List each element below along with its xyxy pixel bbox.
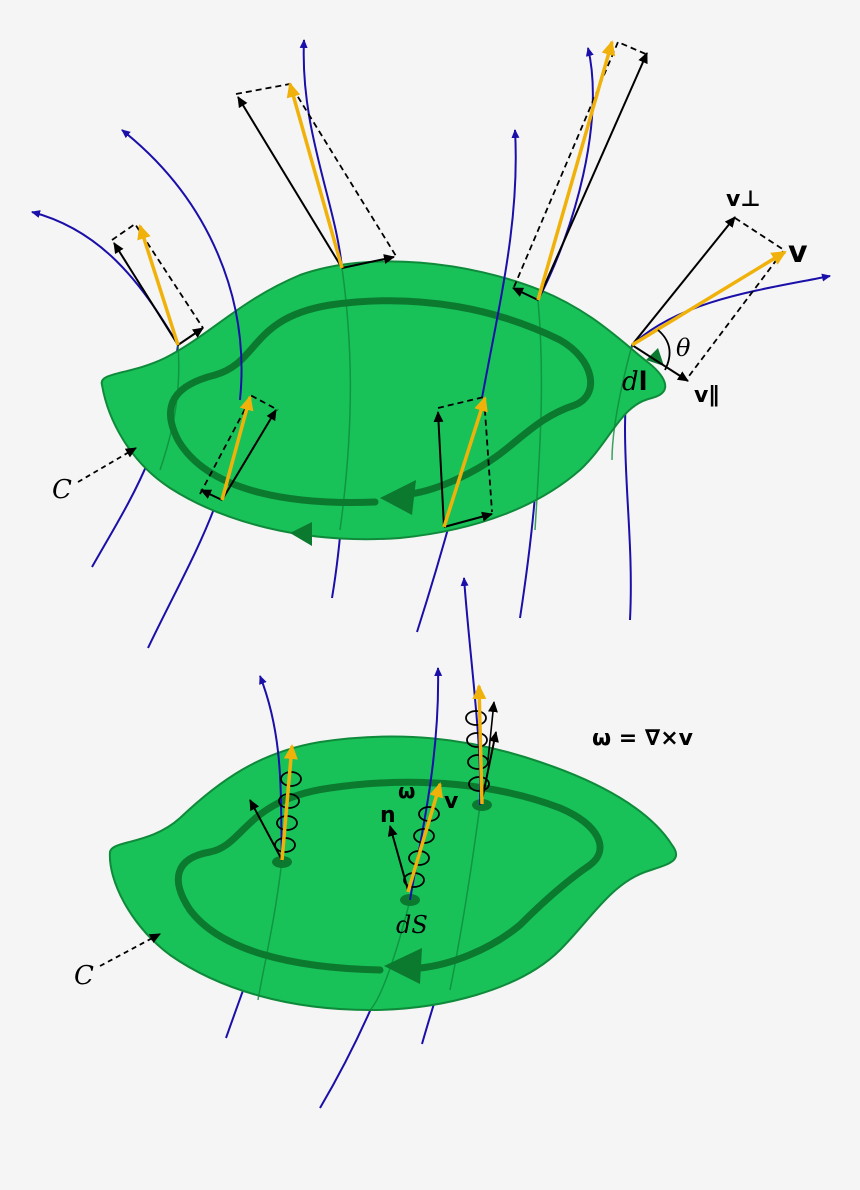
vortex-coil-3 bbox=[465, 701, 499, 801]
curl-equation: ω = ∇×v bbox=[592, 726, 694, 751]
top-surface bbox=[100, 260, 667, 541]
ds-label: dS bbox=[396, 911, 428, 939]
top-loop-c bbox=[166, 297, 594, 506]
bottom-loop-arrowhead bbox=[384, 948, 422, 984]
top-vector-main bbox=[631, 216, 787, 382]
ds-patch-1 bbox=[272, 856, 292, 868]
top-vector-3 bbox=[512, 40, 649, 301]
vorticity-arrow-2 bbox=[406, 782, 444, 893]
bottom-field-lines-through bbox=[257, 804, 481, 1011]
bottom-curve-label: C bbox=[74, 961, 94, 991]
top-curve-label: C bbox=[52, 475, 72, 505]
top-vector-4 bbox=[199, 394, 279, 501]
bottom-v-label: v bbox=[444, 789, 459, 814]
v-perp-label: v⊥ bbox=[726, 187, 760, 212]
omega-label: ω bbox=[398, 779, 415, 803]
top-curve-pointer bbox=[77, 447, 137, 483]
v-label: v bbox=[788, 235, 808, 270]
bottom-curve-pointer bbox=[99, 933, 161, 967]
top-vector-2 bbox=[235, 82, 397, 269]
v-par-label: v∥ bbox=[694, 383, 719, 408]
bottom-loop-c bbox=[174, 778, 604, 974]
bottom-panel: C dS n ω v ω = ∇×v bbox=[74, 577, 694, 1109]
top-vector-5 bbox=[433, 395, 493, 528]
n-label: n bbox=[380, 803, 396, 828]
ds-patch-3 bbox=[472, 799, 492, 811]
top-loop-arrowhead bbox=[380, 480, 416, 515]
vorticity-arrow-3 bbox=[472, 684, 487, 805]
top-vector-1 bbox=[111, 222, 204, 346]
vorticity-arrow-1 bbox=[280, 744, 298, 861]
dl-label: dl bbox=[622, 367, 648, 397]
theta-label: θ bbox=[676, 334, 691, 362]
top-edge-arrowhead bbox=[290, 522, 312, 546]
top-panel: C dl θ v v⊥ v∥ bbox=[31, 39, 831, 649]
